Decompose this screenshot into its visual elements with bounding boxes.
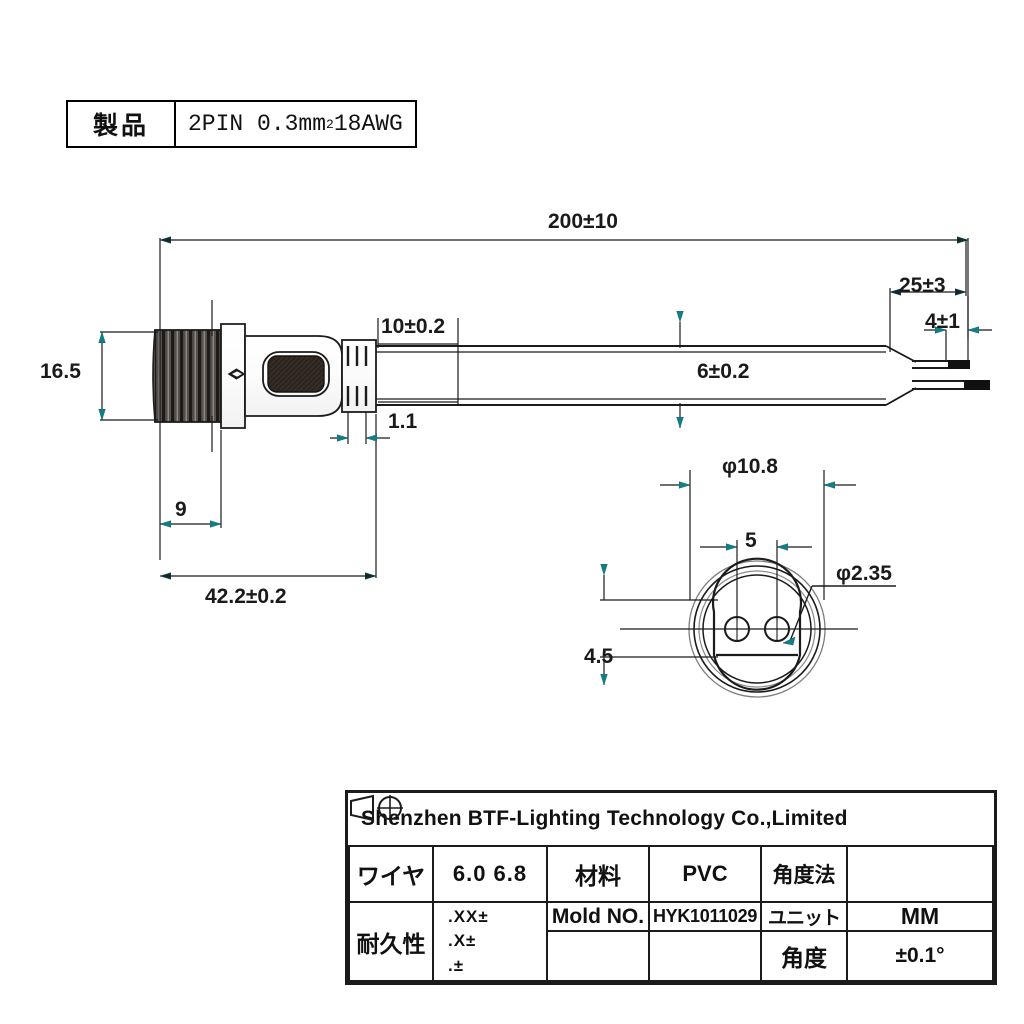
- dimension-boot-length: 10±0.2: [381, 315, 446, 338]
- cell-unit-label: ユニット: [760, 901, 848, 932]
- cable: [376, 345, 886, 406]
- cell-angle-value: ±0.1°: [846, 930, 994, 982]
- cell-projection-label: 角度法: [760, 845, 848, 903]
- cell-projection-symbol: [350, 794, 994, 903]
- cell-unit-value: MM: [846, 901, 994, 932]
- body-marker-icon: [227, 368, 246, 380]
- cell-tolerance-list: .XX± .X± .±: [432, 901, 548, 982]
- cell-empty-2: [648, 930, 762, 982]
- dimension-flange-height: 16.5: [40, 360, 81, 383]
- tolerance-base: .±: [448, 955, 465, 975]
- cell-wire-value: 6.0 6.8: [432, 845, 548, 903]
- table-row: 角度 ±0.1°: [349, 930, 994, 982]
- tolerance-x: .X±: [448, 931, 477, 951]
- body-window: [262, 351, 330, 397]
- dimension-wire-strip-length: 25±3: [899, 274, 946, 297]
- dimension-tin-length: 4±1: [925, 310, 960, 333]
- title-block: Shenzhen BTF-Lighting Technology Co.,Lim…: [345, 790, 997, 985]
- dimension-thread-length: 9: [175, 498, 187, 521]
- dimension-rib-width: 1.1: [388, 410, 418, 433]
- product-label: 製品: [68, 102, 176, 146]
- title-block-company-row: Shenzhen BTF-Lighting Technology Co.,Lim…: [349, 793, 993, 847]
- cell-material-value: PVC: [648, 845, 762, 903]
- dimension-overall-length: 200±10: [548, 210, 618, 233]
- dimension-pin-diameter: φ2.35: [836, 562, 892, 585]
- dimension-cable-diameter: 6±0.2: [697, 360, 750, 383]
- dimension-face-diameter: φ10.8: [722, 455, 778, 478]
- cell-angle-label: 角度: [760, 930, 848, 982]
- cell-mold-no-value: HYK1011029: [648, 901, 762, 932]
- third-angle-projection-icon: [350, 794, 403, 822]
- threaded-barrel: [152, 329, 222, 423]
- product-spec-superscript: 2: [326, 116, 334, 132]
- wire-pair: [885, 345, 990, 406]
- dimension-pin-pitch: 5: [745, 529, 757, 552]
- company-name: Shenzhen BTF-Lighting Technology Co.,Lim…: [349, 793, 993, 847]
- cell-mold-no-label: Mold NO.: [546, 901, 650, 932]
- cell-wire-label: ワイヤ: [348, 845, 434, 903]
- front-view-face: [688, 557, 826, 698]
- cell-empty-1: [546, 930, 650, 982]
- tolerance-xx: .XX±: [448, 906, 489, 926]
- product-spec-suffix: 18AWG: [333, 111, 403, 137]
- cell-material-label: 材料: [546, 845, 650, 903]
- table-row: ワイヤ 6.0 6.8 材料 PVC 角度法: [348, 794, 994, 903]
- product-spec-prefix: 2PIN 0.3mm: [188, 111, 327, 137]
- dimension-connector-length: 42.2±0.2: [205, 585, 287, 608]
- strain-relief-boot: [341, 339, 377, 413]
- cell-durability-label: 耐久性: [348, 901, 434, 982]
- dimension-keyway-height: 4.5: [584, 645, 614, 668]
- table-row: 耐久性 .XX± .X± .± Mold NO. HYK1011029 ユニット…: [348, 901, 994, 982]
